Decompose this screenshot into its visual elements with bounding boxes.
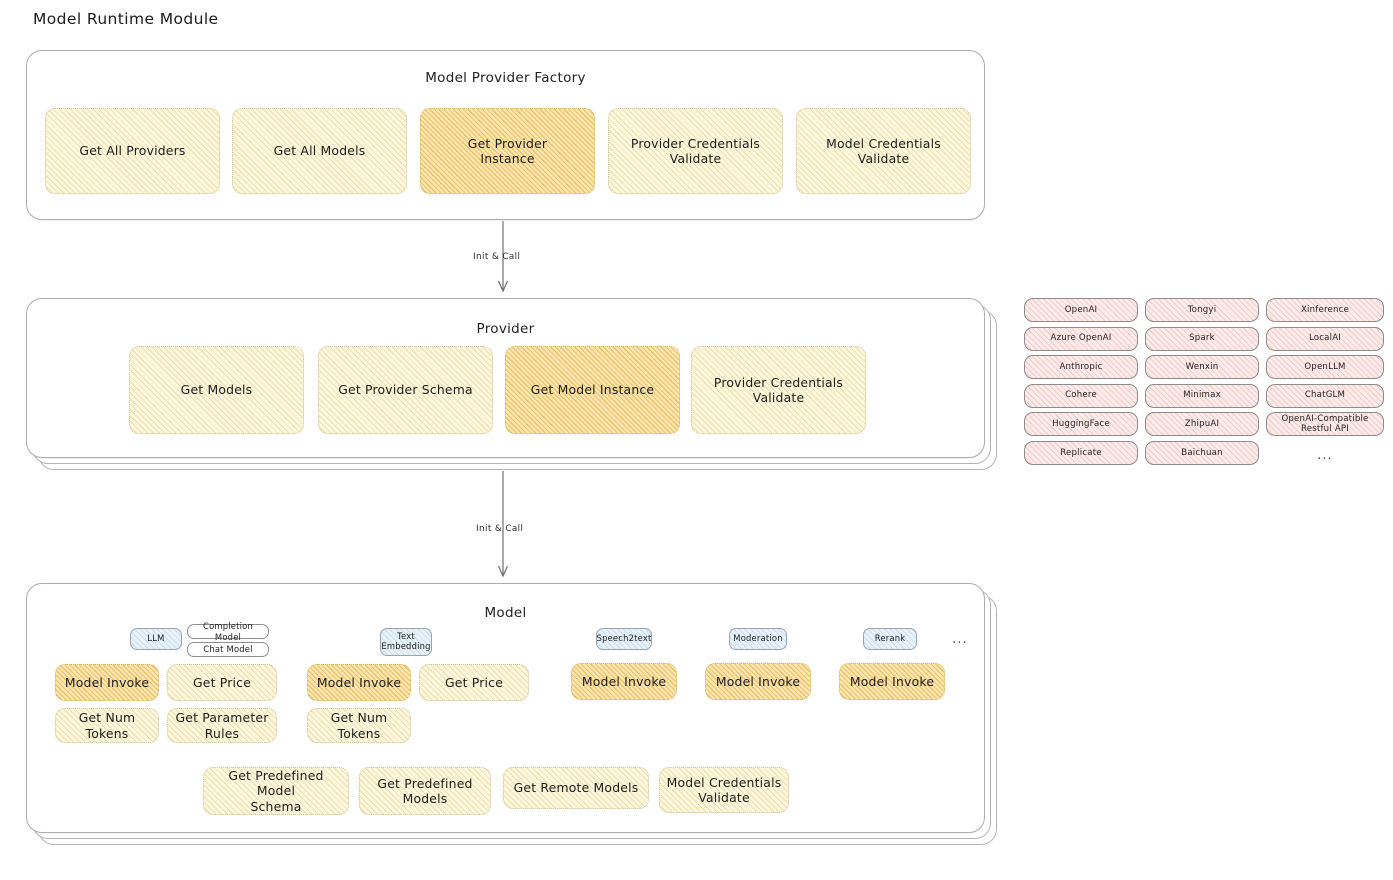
model-title: Model: [484, 605, 527, 621]
arrow-label-init-call-2: Init & Call: [476, 524, 524, 534]
model-types-more-ellipsis: ...: [952, 632, 968, 647]
provider-chip-wenxin[interactable]: Wenxin: [1145, 355, 1259, 380]
provider-chip-tongyi[interactable]: Tongyi: [1145, 298, 1259, 322]
provider-title: Provider: [476, 321, 535, 337]
provider-chip-azure-openai[interactable]: Azure OpenAI: [1024, 326, 1138, 351]
model-op-llm-model-invoke[interactable]: Model Invoke: [55, 664, 159, 701]
provider-chip-openllm[interactable]: OpenLLM: [1266, 355, 1384, 380]
model-provider-factory-panel: Model Provider Factory Get All Providers…: [26, 50, 985, 220]
factory-node-model-credentials-validate[interactable]: Model Credentials Validate: [796, 108, 971, 194]
model-common-op-get-predefined-models[interactable]: Get Predefined Models: [359, 767, 491, 815]
model-op-rerank-model-invoke[interactable]: Model Invoke: [839, 663, 945, 700]
model-op-llm-get-num-tokens[interactable]: Get Num Tokens: [55, 708, 159, 743]
model-common-op-get-predefined-model-schema[interactable]: Get Predefined Model Schema: [203, 767, 349, 815]
provider-node-get-provider-schema[interactable]: Get Provider Schema: [318, 346, 493, 434]
provider-chip-anthropic[interactable]: Anthropic: [1024, 355, 1138, 380]
provider-chip-zhipuai[interactable]: ZhipuAI: [1145, 412, 1259, 437]
model-subtype-badge-chat-model[interactable]: Chat Model: [187, 642, 269, 657]
provider-node-get-model-instance[interactable]: Get Model Instance: [505, 346, 680, 434]
model-type-badge-rerank[interactable]: Rerank: [863, 628, 917, 650]
model-op-llm-get-price[interactable]: Get Price: [167, 664, 277, 701]
model-op-moderation-model-invoke[interactable]: Model Invoke: [705, 663, 811, 700]
factory-title: Model Provider Factory: [425, 70, 586, 86]
model-type-badge-text-embedding[interactable]: Text Embedding: [380, 628, 432, 656]
provider-chip-baichuan[interactable]: Baichuan: [1145, 441, 1259, 465]
provider-chip-xinference[interactable]: Xinference: [1266, 298, 1384, 322]
provider-chip-chatglm[interactable]: ChatGLM: [1266, 383, 1384, 408]
provider-chip-minimax[interactable]: Minimax: [1145, 383, 1259, 408]
provider-node-provider-credentials-validate[interactable]: Provider Credentials Validate: [691, 346, 866, 434]
page-title: Model Runtime Module: [33, 10, 219, 28]
factory-node-provider-credentials-validate[interactable]: Provider Credentials Validate: [608, 108, 783, 194]
factory-node-get-provider-instance[interactable]: Get Provider Instance: [420, 108, 595, 194]
provider-chip-openai[interactable]: OpenAI: [1024, 298, 1138, 322]
factory-node-get-all-models[interactable]: Get All Models: [232, 108, 407, 194]
model-type-badge-moderation[interactable]: Moderation: [729, 628, 787, 650]
model-subtype-badge-completion-model[interactable]: Completion Model: [187, 621, 269, 642]
model-op-text-embedding-get-price[interactable]: Get Price: [419, 664, 529, 701]
provider-chip-cohere[interactable]: Cohere: [1024, 383, 1138, 408]
model-common-op-model-credentials-validate[interactable]: Model Credentials Validate: [659, 767, 789, 813]
model-op-llm-get-parameter-rules[interactable]: Get Parameter Rules: [167, 708, 277, 743]
provider-node-get-models[interactable]: Get Models: [129, 346, 304, 434]
model-op-text-embedding-get-num-tokens[interactable]: Get Num Tokens: [307, 708, 411, 743]
model-common-op-get-remote-models[interactable]: Get Remote Models: [503, 767, 649, 809]
provider-chip-replicate[interactable]: Replicate: [1024, 441, 1138, 465]
provider-chip-localai[interactable]: LocalAI: [1266, 326, 1384, 351]
provider-chip-openai-compatible-restful-api[interactable]: OpenAI-Compatible Restful API: [1266, 412, 1384, 437]
provider-chip-spark[interactable]: Spark: [1145, 326, 1259, 351]
provider-chip-huggingface[interactable]: HuggingFace: [1024, 412, 1138, 437]
arrow-factory-to-provider: [497, 221, 509, 293]
model-op-text-embedding-model-invoke[interactable]: Model Invoke: [307, 664, 411, 701]
factory-node-get-all-providers[interactable]: Get All Providers: [45, 108, 220, 194]
model-type-badge-speech2text[interactable]: Speech2text: [596, 628, 652, 650]
provider-list-more-ellipsis: ...: [1317, 448, 1333, 463]
arrow-provider-to-model: [497, 471, 509, 578]
arrow-label-init-call-1: Init & Call: [473, 252, 521, 262]
model-type-badge-llm[interactable]: LLM: [130, 628, 182, 650]
model-op-speech2text-model-invoke[interactable]: Model Invoke: [571, 663, 677, 700]
